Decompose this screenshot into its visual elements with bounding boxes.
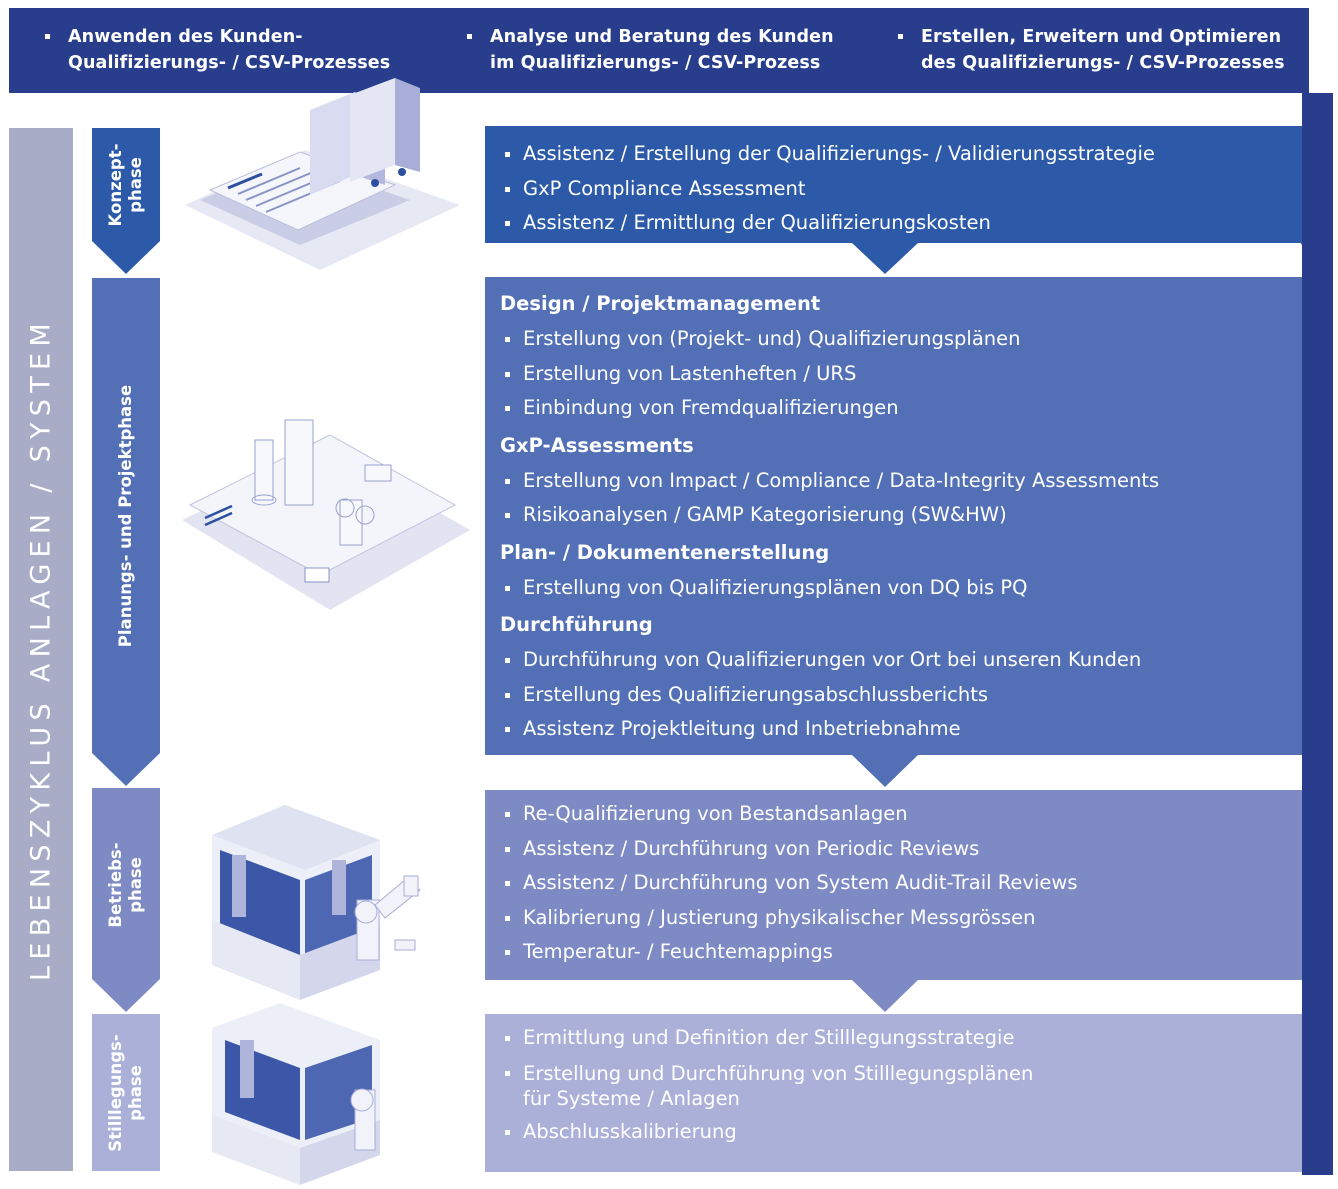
list-item: Assistenz / Durchführung von Periodic Re…: [485, 832, 1302, 867]
phase4-content: Ermittlung und Definition der Stilllegun…: [485, 1021, 1302, 1149]
list-item: Assistenz Projektleitung und Inbetriebna…: [485, 712, 1302, 747]
header-column-create-line2: des Qualifizierungs- / CSV-Prozesses: [921, 53, 1285, 73]
bullet-icon: [45, 34, 50, 39]
header-bar: Anwenden des Kunden- Qualifizierungs- / …: [9, 8, 1309, 93]
bullet-icon: [898, 34, 903, 39]
section-title: GxP-Assessments: [500, 433, 694, 457]
header-column-create-line1: Erstellen, Erweitern und Optimieren: [921, 27, 1282, 47]
phase1-content: Assistenz / Erstellung der Qualifizierun…: [485, 137, 1302, 241]
phase2-label-shape: [92, 278, 160, 786]
phase1-arrow-shape: [852, 243, 918, 274]
phase3-arrow-shape: [852, 980, 918, 1012]
header-column-apply-line2: Qualifizierungs- / CSV-Prozesses: [68, 53, 391, 73]
list-item: GxP Compliance Assessment: [485, 172, 1302, 207]
list-item: Abschlusskalibrierung: [485, 1115, 1302, 1150]
lifecycle-label: LEBENSZYKLUS ANLAGEN / SYSTEM: [25, 317, 57, 981]
bullet-icon: [467, 34, 472, 39]
phase-label-betrieb: Betriebs- phase: [106, 842, 145, 928]
phase2-box-shape: [485, 277, 1302, 755]
header-column-analyse-line1: Analyse und Beratung des Kunden: [490, 27, 834, 47]
phase4-label-shape: [92, 1014, 160, 1171]
phase3-content: Re-Qualifizierung von Bestandsanlagen As…: [485, 797, 1302, 970]
list-item: Erstellung von (Projekt- und) Qualifizie…: [485, 322, 1302, 357]
header-column-apply-line1: Anwenden des Kunden-: [68, 27, 303, 47]
phase-label-konzept: Konzept- phase: [106, 143, 145, 227]
header-column-apply: Anwenden des Kunden- Qualifizierungs- / …: [45, 24, 391, 76]
phase-label-planung: Planungs- und Projektphase: [116, 384, 135, 648]
phase3-label-shape: [92, 788, 160, 1012]
section-title: Durchführung: [500, 613, 653, 636]
phase3-box-shape: [485, 790, 1302, 980]
list-item: Erstellung von Impact / Compliance / Dat…: [485, 464, 1302, 499]
header-column-analyse: Analyse und Beratung des Kunden im Quali…: [467, 24, 834, 76]
header-column-analyse-line2: im Qualifizierungs- / CSV-Prozess: [490, 53, 821, 73]
list-item: Assistenz / Durchführung von System Audi…: [485, 866, 1302, 901]
list-item: Erstellung von Qualifizierungsplänen von…: [485, 571, 1302, 606]
phase1-box-shape: [485, 126, 1302, 243]
header-column-create: Erstellen, Erweitern und Optimieren des …: [898, 24, 1285, 76]
lifecycle-bar: [9, 128, 73, 1171]
section-title: Plan- / Dokumentenerstellung: [500, 540, 830, 564]
list-item: Erstellung von Lastenheften / URS: [485, 357, 1302, 392]
phase2-content: Design / Projektmanagement Erstellung vo…: [485, 284, 1302, 747]
documents-illustration: [185, 78, 460, 270]
phase-label-stilllegung: Stilllegungs- phase: [106, 1034, 145, 1152]
list-item: Kalibrierung / Justierung physikalischer…: [485, 901, 1302, 936]
empty-enclosure-illustration: [212, 1003, 380, 1185]
list-item: Re-Qualifizierung von Bestandsanlagen: [485, 797, 1302, 832]
plant-plan-illustration: [182, 419, 470, 610]
phase4-box-shape: [485, 1014, 1302, 1172]
list-item: Temperatur- / Feuchtemappings: [485, 935, 1302, 970]
list-item: Einbindung von Fremdqualifizierungen: [485, 391, 1302, 426]
list-item: Erstellung und Durchführung von Stillleg…: [485, 1056, 1302, 1115]
phase2-arrow-shape: [852, 755, 918, 787]
list-item: Ermittlung und Definition der Stilllegun…: [485, 1021, 1302, 1056]
list-item: Erstellung des Qualifizierungsabschlussb…: [485, 678, 1302, 713]
phase1-label-shape: [92, 128, 160, 274]
machine-robot-illustration: [212, 805, 421, 1000]
list-item: Durchführung von Qualifizierungen vor Or…: [485, 643, 1302, 678]
list-item: Risikoanalysen / GAMP Kategorisierung (S…: [485, 498, 1302, 533]
section-title: Design / Projektmanagement: [500, 292, 821, 315]
list-item: Assistenz / Ermittlung der Qualifizierun…: [485, 206, 1302, 241]
list-item: Assistenz / Erstellung der Qualifizierun…: [485, 137, 1302, 172]
